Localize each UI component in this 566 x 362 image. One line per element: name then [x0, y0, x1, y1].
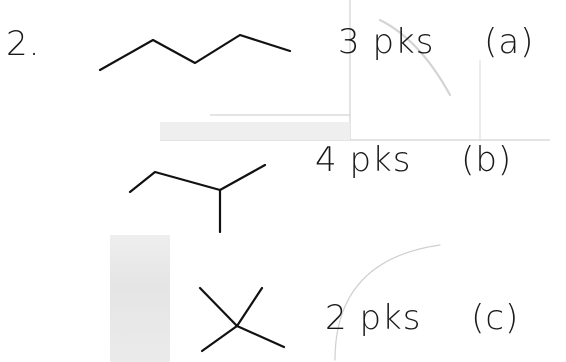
skeletal-structure-a	[98, 33, 292, 72]
skeletal-structure-c	[198, 286, 286, 353]
answer-b: 4 pks (b)	[315, 140, 512, 180]
peaks-label-c: 2 pks	[325, 298, 422, 338]
background-ghost-block	[110, 235, 170, 362]
skeletal-structure-b	[128, 163, 267, 234]
item-letter-c: (c)	[471, 298, 520, 338]
peaks-label-a: 3 pks	[338, 22, 435, 62]
item-letter-b: (b)	[461, 140, 513, 180]
peaks-label-b: 4 pks	[315, 140, 412, 180]
item-letter-a: (a)	[484, 22, 535, 62]
question-number: 2.	[6, 24, 41, 64]
answer-c: 2 pks (c)	[325, 298, 519, 338]
answer-a: 3 pks (a)	[338, 22, 534, 62]
